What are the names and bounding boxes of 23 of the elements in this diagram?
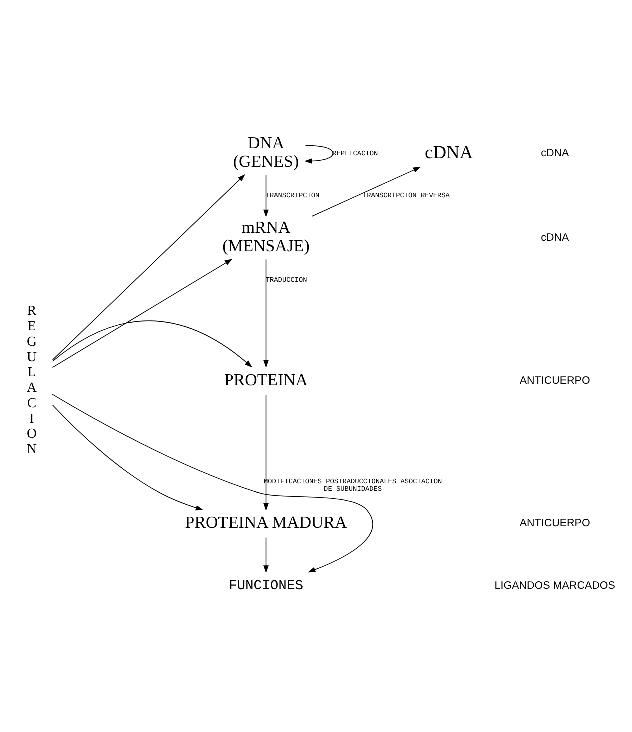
node-text: FUNCIONES xyxy=(228,578,304,594)
label: cDNA xyxy=(541,147,570,160)
label: LIGANDOS MARCADOS xyxy=(494,580,616,592)
arrow xyxy=(264,537,269,574)
arrow xyxy=(304,145,334,164)
arrow xyxy=(52,320,253,368)
label: cDNA xyxy=(541,232,570,244)
label: ANTICUERPO xyxy=(520,374,590,387)
arrow xyxy=(52,394,374,573)
arrow xyxy=(264,394,269,512)
arrow xyxy=(264,259,269,368)
node-text: PROTEINA MADURA xyxy=(185,513,348,532)
arrow xyxy=(52,259,233,368)
arrow xyxy=(312,167,422,217)
arrow xyxy=(264,174,269,218)
node-text: cDNA xyxy=(425,142,474,162)
arrow xyxy=(52,404,204,511)
node-text: mRNA (MENSAJE) xyxy=(222,218,310,256)
label: ANTICUERPO xyxy=(520,518,590,530)
node-text: PROTEINA xyxy=(224,370,308,390)
arrow xyxy=(52,174,246,360)
node-text: REGULACION xyxy=(26,303,37,456)
node-text: DNA (GENES) xyxy=(233,134,300,172)
